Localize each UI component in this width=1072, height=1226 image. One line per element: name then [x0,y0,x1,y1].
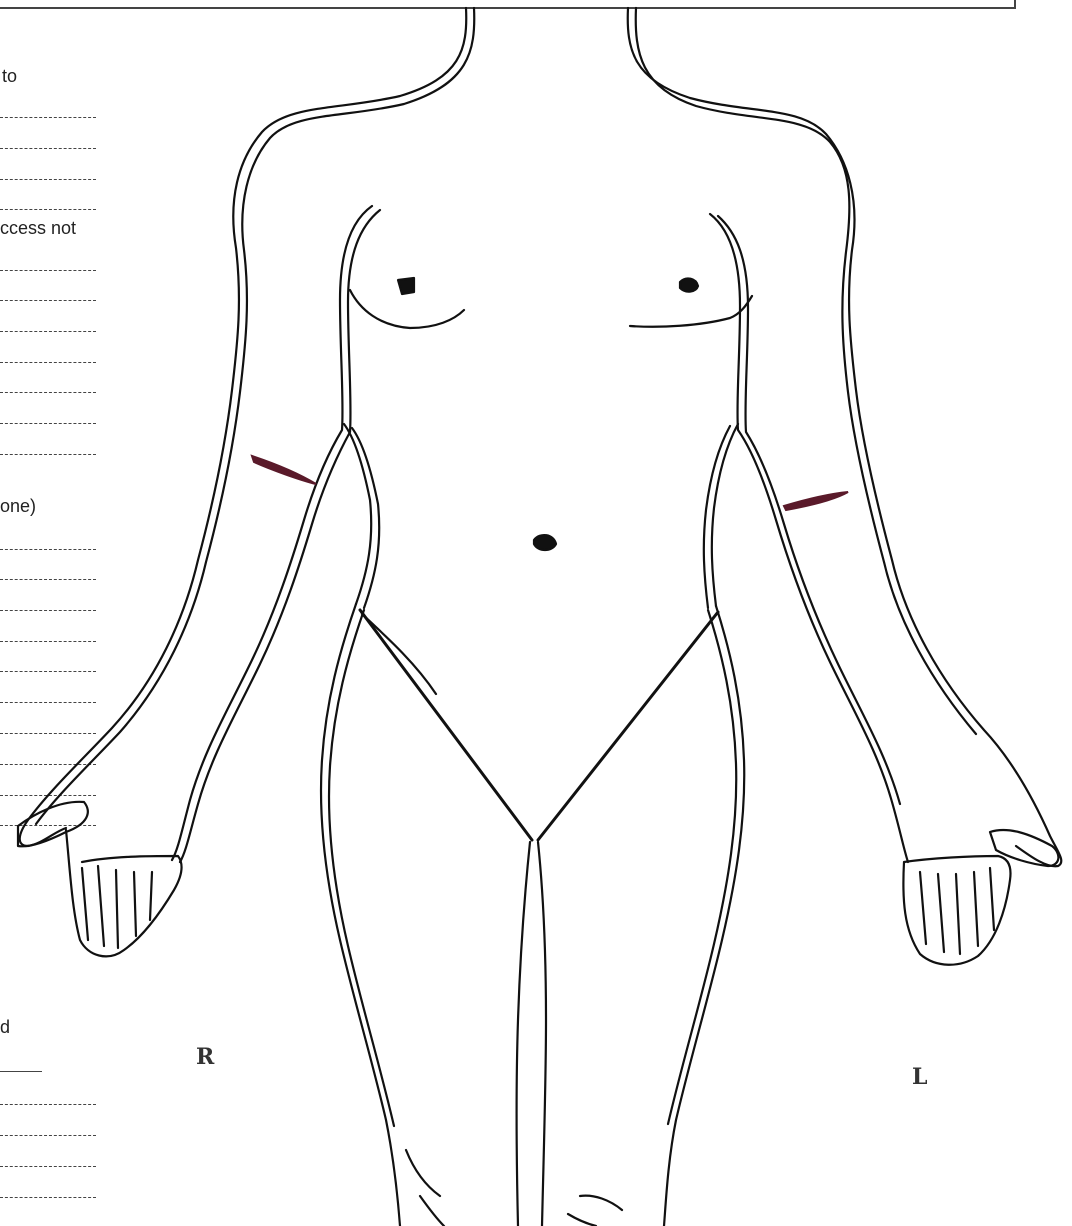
right-neck-shoulder-arm-outline-inner [36,8,474,824]
inner-leg-line [517,842,531,1226]
inner-leg-line-2 [538,842,546,1226]
right-torso-side [344,424,371,604]
right-groin-line [360,610,532,840]
left-side-label: L [912,1064,927,1090]
right-inner-arm-outline [172,206,372,860]
left-leg-outer-2 [668,610,736,1124]
right-neck-shoulder-arm-outline [20,8,467,846]
right-thumb-outline [18,802,88,847]
left-leg-outer [664,606,744,1226]
right-foot-fragment [406,1150,444,1226]
left-hand-fingers [920,868,994,954]
left-breast-curve [630,296,752,327]
left-foot-fragment [568,1196,622,1226]
left-arm-mark [784,492,848,510]
left-torso-side [712,424,738,606]
left-thumb-outline [990,830,1058,866]
left-neck-shoulder-arm-outline [628,8,1062,866]
right-leg-outer [321,604,400,1226]
left-groin-line [538,612,718,840]
right-torso-side-2 [352,428,379,608]
left-neck-shoulder-arm-outline-inner [636,8,976,734]
right-nipple-mark [398,278,414,294]
right-arm-mark [252,456,316,484]
left-nipple-mark [680,279,698,292]
navel-mark [534,535,556,550]
right-leg-outer-2 [329,610,394,1126]
right-breast-curve [350,290,464,328]
right-inner-arm-outline-2 [180,210,380,862]
right-side-label: R [196,1044,214,1070]
